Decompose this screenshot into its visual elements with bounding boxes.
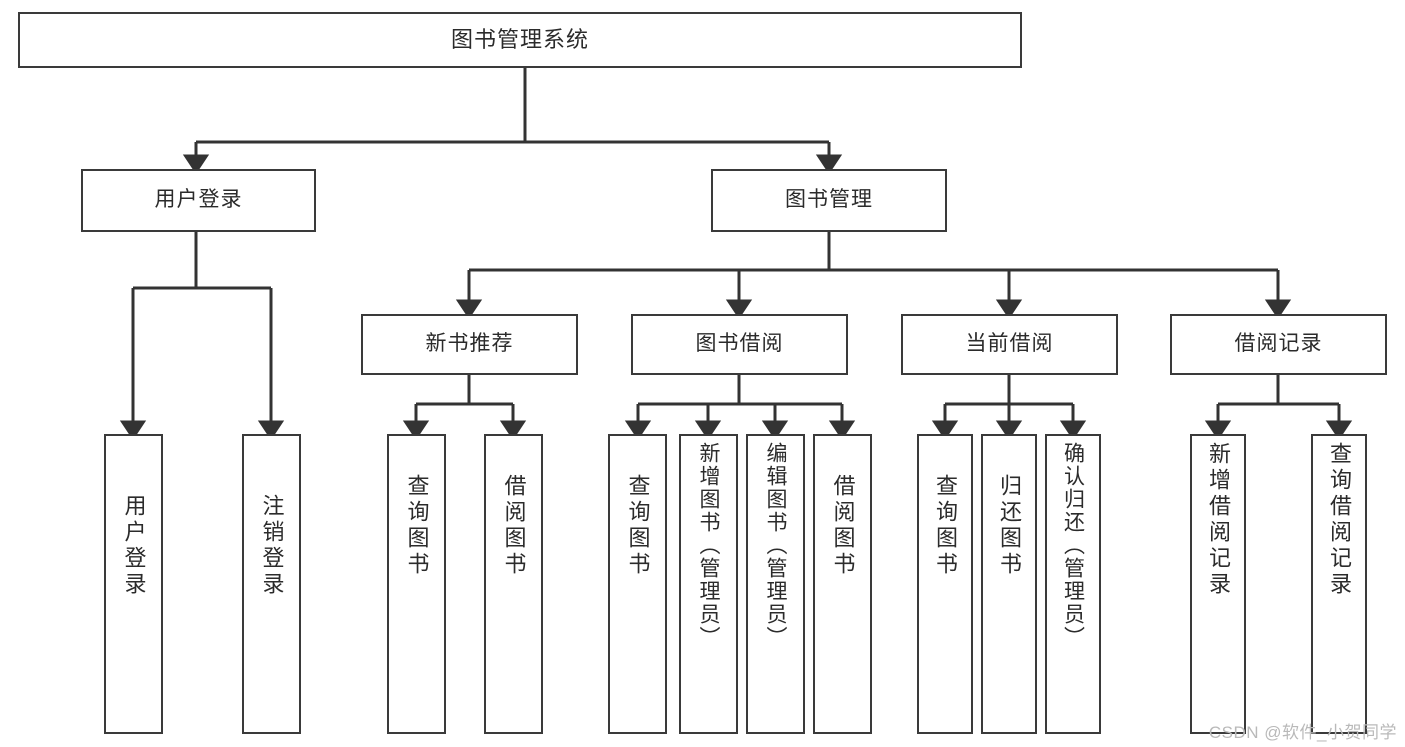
node-user-login[interactable]: 用户登录 [81, 169, 316, 232]
node-leaf-confirm-return-label: 确认归还（管理员） [1061, 442, 1085, 649]
node-leaf-borrow-book-2-label: 借阅图书 [830, 474, 856, 578]
node-current-borrow[interactable]: 当前借阅 [901, 314, 1118, 375]
node-new-book-recommend-label: 新书推荐 [425, 332, 514, 356]
node-leaf-logout[interactable]: 注销登录 [242, 434, 301, 734]
node-leaf-edit-book[interactable]: 编辑图书（管理员） [746, 434, 805, 734]
node-leaf-query-record[interactable]: 查询借阅记录 [1311, 434, 1367, 734]
node-leaf-add-record[interactable]: 新增借阅记录 [1190, 434, 1246, 734]
node-leaf-return-book[interactable]: 归还图书 [981, 434, 1037, 734]
node-leaf-query-book-1[interactable]: 查询图书 [387, 434, 446, 734]
node-leaf-borrow-book-1[interactable]: 借阅图书 [484, 434, 543, 734]
node-leaf-user-login[interactable]: 用户登录 [104, 434, 163, 734]
node-root[interactable]: 图书管理系统 [18, 12, 1022, 68]
node-borrow-record[interactable]: 借阅记录 [1170, 314, 1387, 375]
node-leaf-return-book-label: 归还图书 [997, 474, 1022, 578]
node-leaf-query-book-2[interactable]: 查询图书 [608, 434, 667, 734]
node-leaf-borrow-book-2[interactable]: 借阅图书 [813, 434, 872, 734]
node-leaf-confirm-return[interactable]: 确认归还（管理员） [1045, 434, 1101, 734]
node-root-label: 图书管理系统 [450, 27, 589, 53]
node-leaf-query-book-3-label: 查询图书 [933, 474, 958, 578]
node-leaf-query-book-3[interactable]: 查询图书 [917, 434, 973, 734]
node-borrow-record-label: 借阅记录 [1234, 332, 1323, 356]
node-current-borrow-label: 当前借阅 [965, 332, 1054, 356]
node-leaf-logout-label: 注销登录 [259, 494, 285, 598]
node-leaf-edit-book-label: 编辑图书（管理员） [764, 442, 787, 649]
node-book-manage[interactable]: 图书管理 [711, 169, 947, 232]
node-leaf-borrow-book-1-label: 借阅图书 [501, 474, 527, 578]
node-leaf-user-login-label: 用户登录 [121, 494, 147, 598]
node-new-book-recommend[interactable]: 新书推荐 [361, 314, 578, 375]
node-book-manage-label: 图书管理 [785, 188, 873, 212]
watermark-text: CSDN @软件_小贺同学 [1208, 723, 1397, 742]
node-user-login-label: 用户登录 [154, 188, 243, 212]
node-leaf-add-book-label: 新增图书（管理员） [697, 442, 720, 649]
node-leaf-query-book-1-label: 查询图书 [404, 474, 430, 578]
node-leaf-query-record-label: 查询借阅记录 [1327, 442, 1352, 598]
node-leaf-query-book-2-label: 查询图书 [625, 474, 651, 578]
node-leaf-add-book[interactable]: 新增图书（管理员） [679, 434, 738, 734]
node-book-borrow[interactable]: 图书借阅 [631, 314, 848, 375]
node-leaf-add-record-label: 新增借阅记录 [1206, 442, 1231, 598]
node-book-borrow-label: 图书借阅 [695, 332, 784, 356]
